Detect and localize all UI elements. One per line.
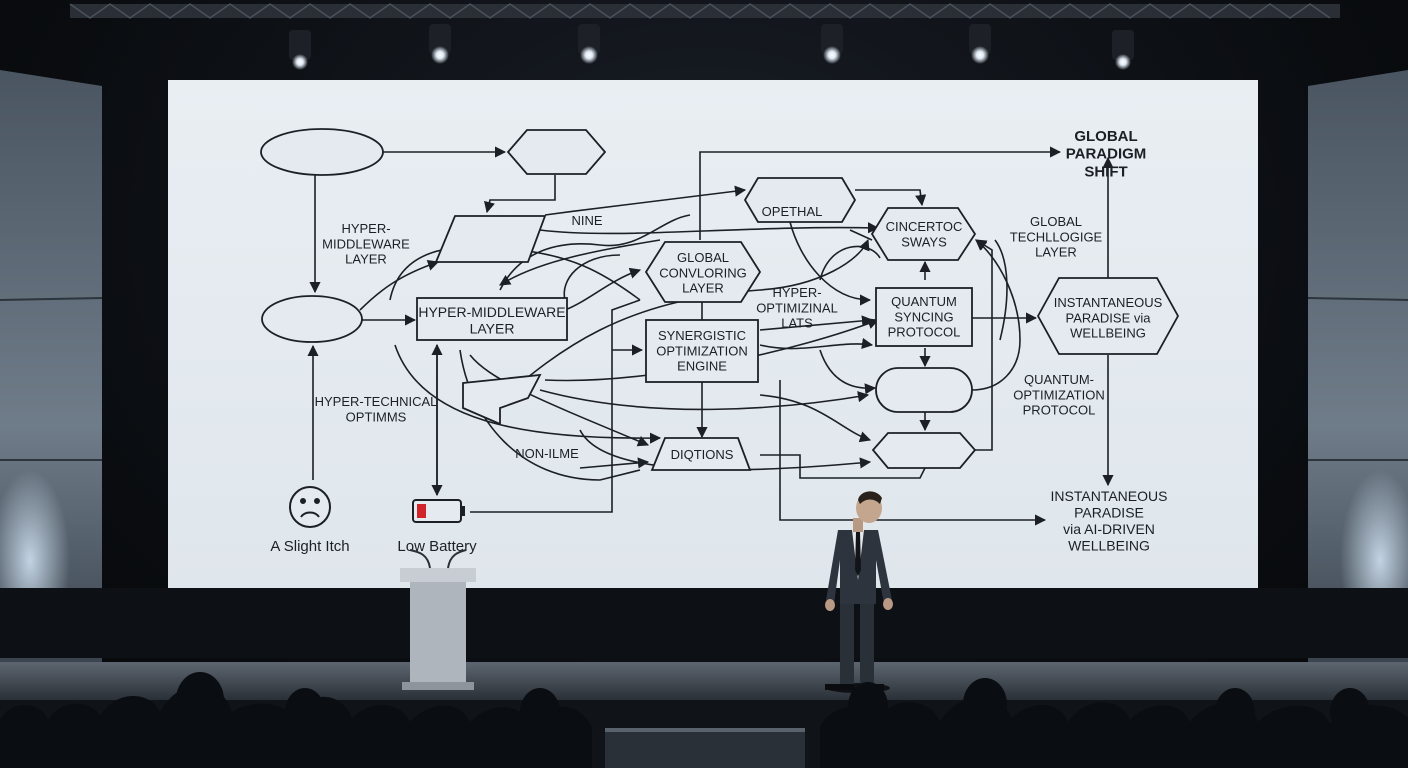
label-low-battery: Low Battery	[397, 538, 477, 555]
hyper-middleware-node	[416, 297, 568, 341]
spotlight	[578, 24, 600, 64]
right-side-panel	[1307, 70, 1408, 664]
label-line: NINE	[571, 213, 602, 228]
low-battery-icon	[412, 499, 465, 523]
label-slight-itch: A Slight Itch	[270, 538, 349, 555]
audience	[0, 672, 1408, 768]
label-line: OPTIMIZINAL	[756, 300, 838, 315]
label-line: ENGINE	[677, 359, 727, 374]
label-line: PROTOCOL	[1023, 403, 1096, 418]
label-line: LAYER	[682, 281, 724, 296]
label-line: CONVLORING	[659, 265, 746, 280]
label-line: CINCERTOC	[886, 219, 963, 234]
podium	[400, 549, 476, 690]
label-nine: NINE	[571, 213, 602, 228]
label-line: HYPER-	[772, 285, 821, 300]
synergistic-node	[645, 319, 759, 383]
label-line: A Slight Itch	[270, 538, 349, 555]
label-line: HYPER-	[341, 221, 390, 236]
label-line: via AI-DRIVEN	[1063, 521, 1155, 537]
label-line: GLOBAL	[677, 250, 729, 265]
instant-paradise-node	[1036, 277, 1180, 355]
lighting-truss	[69, 3, 1340, 19]
label-line: MIDDLEWARE	[322, 236, 410, 251]
label-line: OPTIMIZATION	[1013, 387, 1104, 402]
spotlight	[969, 24, 991, 64]
label-line: DIQTIONS	[671, 447, 734, 462]
label-line: LATS	[781, 316, 813, 331]
label-line: GLOBAL	[1074, 128, 1137, 145]
label-line: HYPER-MIDDLEWARE	[418, 304, 565, 320]
spotlight	[821, 24, 843, 64]
label-line: QUANTUM	[891, 294, 957, 309]
spotlight	[429, 24, 451, 64]
label-diqtions: DIQTIONS	[671, 447, 734, 462]
label-line: SYNCING	[894, 309, 953, 324]
label-line: PARADIGM	[1066, 146, 1147, 163]
trapezoid-node	[462, 373, 542, 426]
label-non-ilme: NON-ILME	[515, 446, 579, 461]
stage-spotlights	[289, 24, 1134, 70]
diagram-connectors	[307, 146, 1114, 526]
opethal-node	[743, 177, 857, 223]
label-line: WELLBEING	[1068, 538, 1150, 554]
label-line: LAYER	[470, 321, 515, 337]
label-line: OPTIMIZATION	[656, 343, 747, 358]
label-line: PARADISE	[1074, 505, 1144, 521]
label-line: QUANTUM-	[1024, 372, 1094, 387]
label-line: GLOBAL	[1030, 214, 1082, 229]
spotlight	[1112, 30, 1134, 70]
label-line: NON-ILME	[515, 446, 579, 461]
label-line: PARADISE via	[1065, 310, 1151, 325]
global-convloring-node	[644, 241, 762, 303]
parallelogram-node	[434, 215, 547, 263]
label-opethal: OPETHAL	[762, 204, 823, 219]
top-hexagon-node	[506, 129, 607, 175]
spotlight	[289, 30, 311, 70]
bottom-hexagon-node	[871, 432, 977, 469]
label-line: TECHLLOGIGE	[1010, 229, 1103, 244]
label-line: INSTANTANEOUS	[1054, 295, 1163, 310]
diagram-nodes	[260, 128, 1180, 471]
label-line: LAYER	[1035, 245, 1077, 260]
label-line: INSTANTANEOUS	[1051, 488, 1168, 504]
label-line: Low Battery	[397, 538, 477, 555]
label-line: SWAYS	[901, 234, 947, 249]
label-line: HYPER-TECHNICAL	[315, 394, 438, 409]
label-line: OPETHAL	[762, 204, 823, 219]
top-ellipse-node	[260, 128, 384, 176]
label-line: WELLBEING	[1070, 326, 1146, 341]
label-line: LAYER	[345, 252, 387, 267]
sad-face-icon	[289, 486, 331, 528]
middle-ellipse-node	[261, 295, 363, 343]
label-line: PROTOCOL	[888, 325, 961, 340]
left-side-panel	[0, 70, 103, 664]
diqtions-node	[650, 437, 752, 471]
label-line: SHIFT	[1084, 163, 1127, 180]
label-line: SYNERGISTIC	[658, 328, 746, 343]
rounded-node	[875, 367, 973, 413]
quantum-syncing-node	[875, 287, 973, 347]
cincertoc-node	[870, 207, 977, 261]
label-line: OPTIMMS	[346, 409, 407, 424]
